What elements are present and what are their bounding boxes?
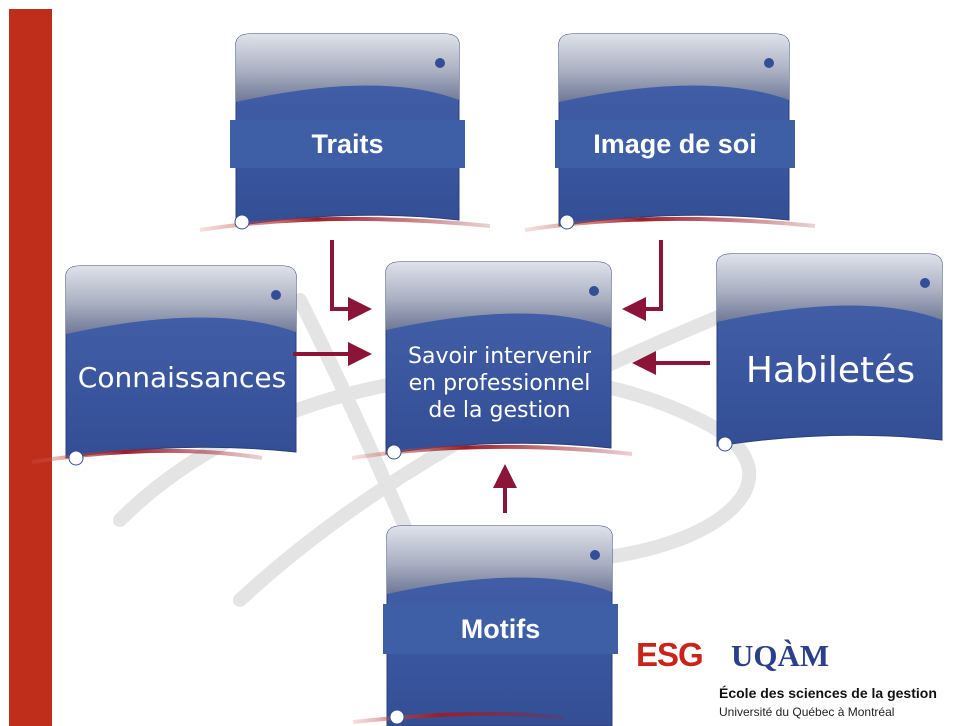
card-shape	[716, 253, 943, 452]
logo-school-name: École des sciences de la gestion	[719, 685, 937, 701]
card-habiletes: Habiletés	[713, 250, 948, 455]
card-label-motifs: Motifs	[383, 604, 618, 654]
card-label-traits: Traits	[230, 120, 465, 168]
logo-uqam: UQÀM	[731, 638, 830, 673]
arrow-image-de-soi-to-center	[622, 240, 663, 321]
card-label-connaissances: Connaissances	[77, 360, 287, 394]
card-motifs: Motifs	[352, 522, 618, 726]
card-label-habiletes: Habiletés	[745, 349, 916, 391]
center-line-1: Savoir intervenir	[408, 343, 591, 369]
logo-university-name: Université du Québec à Montréal	[719, 705, 895, 719]
card-traits: Traits	[199, 30, 491, 235]
logo-esg: ESG	[636, 636, 704, 673]
center-line-3: de la gestion	[428, 397, 571, 423]
card-shape	[524, 33, 816, 232]
card-center: Savoir intervenir en professionnel de la…	[351, 258, 633, 463]
esg-uqam-logo: ESG UQÀM École des sciences de la gestio…	[630, 630, 961, 726]
card-label-image-de-soi: Image de soi	[555, 120, 795, 168]
card-shape	[31, 265, 297, 466]
arrow-traits-to-center	[330, 240, 372, 321]
center-line-2: en professionnel	[408, 370, 591, 396]
card-shape	[351, 261, 633, 460]
accent-bar	[9, 9, 52, 726]
card-connaissances: Connaissances	[31, 262, 302, 467]
card-label-center: Savoir intervenir en professionnel de la…	[382, 338, 617, 428]
card-image-de-soi: Image de soi	[524, 30, 816, 235]
